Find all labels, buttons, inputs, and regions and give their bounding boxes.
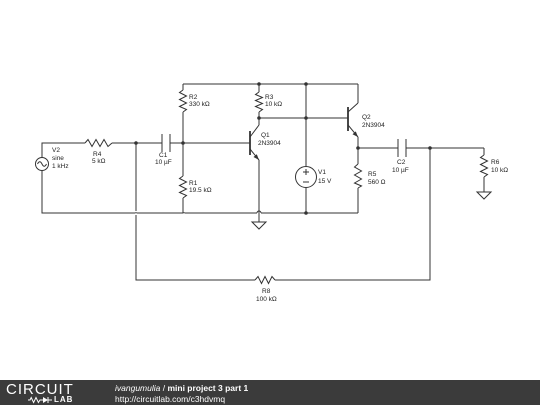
r1-ref: R1: [189, 180, 198, 187]
v2-type: sine: [52, 155, 64, 162]
transistor-q1[interactable]: Q1 2N3904: [246, 124, 281, 161]
wires: [41, 83, 485, 281]
ground-icon: [250, 221, 268, 230]
circuit-schematic: V2 sine 1 kHz R4 5 kΩ C1 10 µF R2 330 kΩ…: [35, 82, 509, 304]
junction-dots: [134, 82, 432, 215]
circuitlab-logo[interactable]: CIRCUIT LAB: [6, 381, 106, 405]
dc-source-icon: [295, 166, 317, 188]
resistor-r2[interactable]: R2 330 kΩ: [178, 89, 210, 113]
r3-ref: R3: [265, 94, 274, 101]
resistor-icon: [178, 175, 188, 199]
logo-lab-text: LAB: [54, 395, 74, 404]
capacitor-icon: [396, 139, 408, 157]
resistor-icon: [353, 163, 363, 189]
resistor-r6[interactable]: R6 10 kΩ: [479, 154, 509, 178]
source-v1[interactable]: V1 15 V: [295, 166, 333, 188]
r8-value: 100 kΩ: [256, 296, 277, 303]
footer-bar: CIRCUIT LAB ivangumulia / mini project 3…: [0, 380, 540, 405]
q1-ref: Q1: [261, 132, 270, 139]
r6-value: 10 kΩ: [491, 167, 508, 174]
capacitor-icon: [160, 134, 172, 152]
capacitor-c2[interactable]: C2 10 µF: [392, 139, 409, 174]
diode-icon: [28, 396, 52, 404]
r5-ref: R5: [368, 171, 377, 178]
q1-model: 2N3904: [258, 140, 281, 147]
circuit-info: ivangumulia / mini project 3 part 1 http…: [115, 383, 248, 404]
resistor-r8[interactable]: R8 100 kΩ: [254, 275, 277, 304]
r2-value: 330 kΩ: [189, 101, 210, 108]
sine-source-icon: [35, 157, 49, 171]
r4-value: 5 kΩ: [92, 158, 106, 165]
circuit-url[interactable]: http://circuitlab.com/c3hdvmq: [115, 394, 226, 404]
source-v2[interactable]: V2 sine 1 kHz: [35, 147, 69, 171]
author-name[interactable]: ivangumulia: [115, 383, 161, 393]
circuit-title: mini project 3 part 1: [167, 383, 249, 393]
resistor-r5[interactable]: R5 560 Ω: [353, 163, 386, 189]
q2-model: 2N3904: [362, 122, 385, 129]
r4-ref: R4: [93, 151, 102, 158]
npn-transistor-icon: [246, 124, 260, 161]
v2-frequency: 1 kHz: [52, 163, 69, 170]
resistor-r1[interactable]: R1 19.5 kΩ: [178, 175, 212, 199]
logo-wordmark: CIRCUIT: [6, 381, 74, 398]
resistor-r4[interactable]: R4 5 kΩ: [84, 138, 113, 166]
transistor-q2[interactable]: Q2 2N3904: [343, 102, 385, 138]
resistor-icon: [254, 275, 276, 285]
c1-ref: C1: [159, 152, 168, 159]
v2-ref: V2: [52, 147, 60, 154]
title-separator: /: [160, 383, 168, 393]
r2-ref: R2: [189, 94, 198, 101]
resistor-icon: [178, 89, 188, 113]
capacitor-c1[interactable]: C1 10 µF: [155, 134, 172, 166]
c1-value: 10 µF: [155, 159, 172, 166]
r1-value: 19.5 kΩ: [189, 187, 212, 194]
resistor-icon: [84, 138, 113, 148]
resistor-icon: [479, 154, 489, 178]
r8-ref: R8: [262, 288, 271, 295]
npn-transistor-icon: [343, 102, 359, 138]
q2-ref: Q2: [362, 114, 371, 121]
resistor-r3[interactable]: R3 10 kΩ: [254, 91, 283, 113]
v1-ref: V1: [318, 169, 326, 176]
r5-value: 560 Ω: [368, 179, 386, 186]
c2-value: 10 µF: [392, 167, 409, 174]
r3-value: 10 kΩ: [265, 101, 282, 108]
r6-ref: R6: [491, 159, 500, 166]
c2-ref: C2: [397, 159, 406, 166]
ground-icon: [475, 191, 493, 200]
v1-value: 15 V: [318, 178, 332, 185]
resistor-icon: [254, 91, 264, 113]
